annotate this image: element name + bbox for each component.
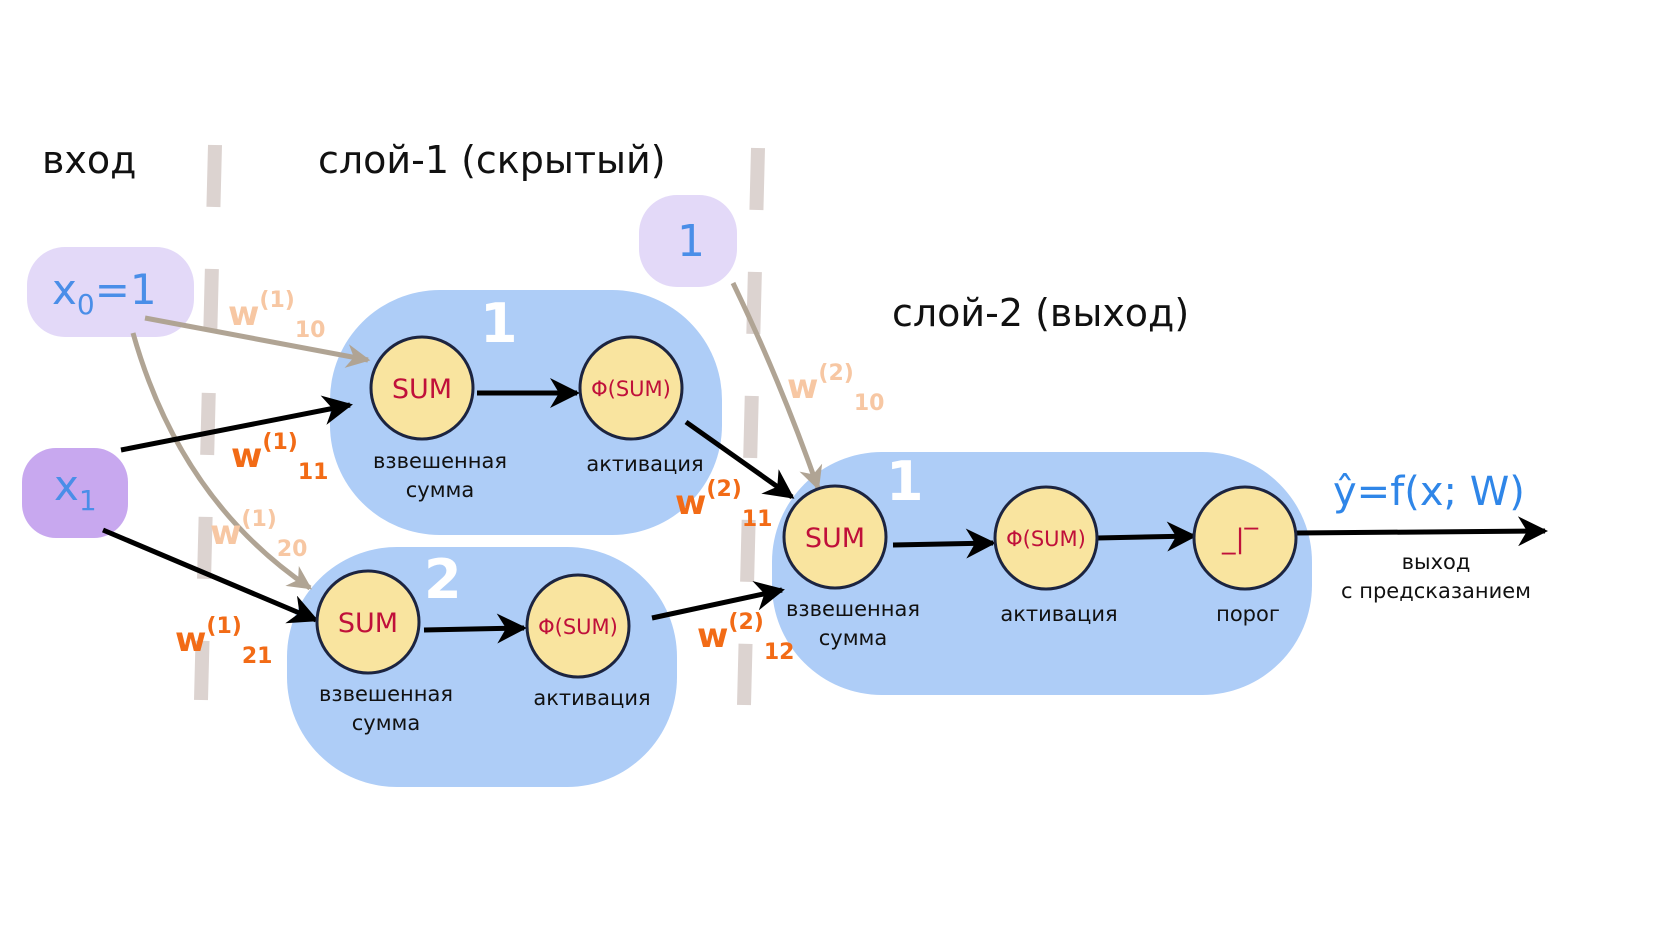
h1-activation-label: Φ(SUM) xyxy=(591,377,671,401)
separator-hidden-output xyxy=(737,147,765,706)
out-activation-label: Φ(SUM) xyxy=(1006,527,1086,551)
x1-input-label: x1 xyxy=(54,461,97,517)
h1-sum-label: SUM xyxy=(392,374,452,405)
arrow-x0-to-h1 xyxy=(144,315,371,368)
output-neuron-number: 1 xyxy=(886,450,924,513)
weight-w10-layer1: w(1)10 xyxy=(228,288,325,343)
weight-w11-layer1: w(1)11 xyxy=(231,430,328,485)
h1-activation-caption: активация xyxy=(586,452,703,476)
weight-w20-layer1: w(1)20 xyxy=(210,507,307,562)
h1-activation-node xyxy=(578,335,684,441)
arrow-out-phi-to-threshold xyxy=(1096,521,1197,552)
arrow-h1-to-out xyxy=(684,419,795,500)
h2-activation-node xyxy=(525,573,631,679)
bias-layer-2-label: 1 xyxy=(677,216,705,267)
weight-w10-layer2: w(2)10 xyxy=(787,361,884,416)
header-layer-2: слой-2 (выход) xyxy=(892,291,1189,335)
arrow-bias2-to-out xyxy=(730,281,823,491)
out-sum-label: SUM xyxy=(805,523,865,554)
weight-w12-layer2: w(2)12 xyxy=(697,610,794,665)
arrow-x1-to-h1 xyxy=(120,395,353,453)
header-layer-1: слой-1 (скрытый) xyxy=(318,138,666,182)
separator-input-hidden xyxy=(194,144,222,701)
bias-input-node xyxy=(27,247,194,337)
bias-layer-2-node xyxy=(639,195,737,287)
hidden-neuron-2-number: 2 xyxy=(424,548,462,611)
h1-sum-node xyxy=(369,335,475,441)
threshold-node xyxy=(1192,485,1298,591)
hidden-neuron-1-number: 1 xyxy=(480,292,518,355)
out-activation-node xyxy=(993,485,1099,591)
arrow-x1-to-h2 xyxy=(102,527,319,624)
layer-separators xyxy=(194,144,765,706)
threshold-caption: порог xyxy=(1216,602,1280,626)
bias-arrows xyxy=(130,281,823,591)
arrow-h2-sum-to-phi xyxy=(423,613,527,644)
weight-w21-layer1: w(1)21 xyxy=(175,614,272,669)
h2-sum-label: SUM xyxy=(338,608,398,639)
output-formula: ŷ=f(x; W) xyxy=(1333,469,1525,515)
threshold-symbol: _|‾ xyxy=(1221,524,1259,555)
weight-w11-layer2: w(2)11 xyxy=(675,477,772,532)
arrow-output-prediction xyxy=(1295,516,1548,547)
h2-activation-label: Φ(SUM) xyxy=(538,615,618,639)
arrow-h2-to-out xyxy=(651,581,785,621)
out-activation-caption: активация xyxy=(1000,602,1117,626)
h2-sum-node xyxy=(315,569,421,675)
header-input: вход xyxy=(42,138,136,182)
arrow-out-sum-to-phi xyxy=(892,528,996,559)
weight-arrows xyxy=(102,378,1548,644)
neurons xyxy=(315,335,1298,679)
bias-input-label: x0=1 xyxy=(52,265,157,321)
out-sum-node xyxy=(782,484,888,590)
h2-activation-caption: активация xyxy=(533,686,650,710)
arrow-x0-to-h2 xyxy=(130,332,312,591)
x1-input-node xyxy=(22,448,128,538)
